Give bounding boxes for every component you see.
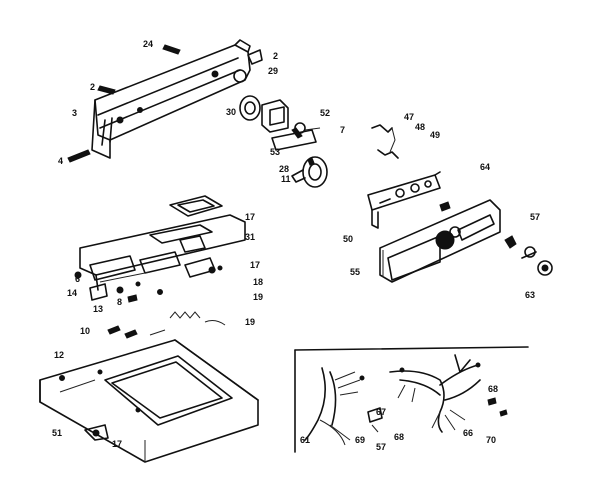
label-51: 51	[52, 428, 62, 438]
label-28: 28	[279, 164, 289, 174]
label-17: 17	[245, 212, 255, 222]
screw-left	[97, 85, 116, 95]
label-70: 70	[486, 435, 496, 445]
label-57b: 57	[376, 442, 386, 452]
wiring-inset	[294, 346, 529, 453]
label-66: 66	[463, 428, 473, 438]
timer-block	[261, 99, 289, 133]
label-30: 30	[226, 107, 236, 117]
clip-50	[439, 201, 451, 212]
connector-67	[367, 407, 383, 433]
label-52: 52	[320, 108, 330, 118]
label-53: 53	[270, 147, 280, 157]
front-panel-55	[379, 199, 501, 283]
label-29: 29	[268, 66, 278, 76]
label-18: 18	[253, 277, 263, 287]
label-19b: 19	[245, 317, 255, 327]
label-17c: 17	[112, 439, 122, 449]
label-67: 67	[376, 407, 386, 417]
hardware-13	[74, 271, 163, 303]
label-64: 64	[480, 162, 490, 172]
label-2: 2	[273, 51, 278, 61]
label-19: 19	[253, 292, 263, 302]
motor-28	[291, 156, 328, 188]
label-10: 10	[80, 326, 90, 336]
screw-24	[162, 44, 181, 55]
clip-2	[247, 49, 263, 65]
control-console-64	[367, 171, 441, 229]
harness-left	[304, 367, 365, 446]
label-14: 14	[67, 288, 77, 298]
wire-47	[371, 124, 399, 159]
top-frame	[79, 214, 246, 291]
label-50: 50	[343, 234, 353, 244]
harness-right	[389, 354, 481, 433]
label-57: 57	[530, 212, 540, 222]
label-69: 69	[355, 435, 365, 445]
lid-opening-31	[169, 195, 223, 217]
screw-4	[67, 149, 91, 163]
knob-30	[239, 95, 261, 121]
label-4: 4	[58, 156, 63, 166]
console-panel	[91, 39, 251, 159]
part-labels: 24 2 29 2 3 30 52 7 47 48 49 53 28 11 4 …	[52, 39, 540, 452]
label-48: 48	[415, 122, 425, 132]
label-49: 49	[430, 130, 440, 140]
spring-19	[169, 311, 226, 326]
knob-57	[504, 235, 537, 259]
label-2b: 2	[90, 82, 95, 92]
label-47: 47	[404, 112, 414, 122]
label-11: 11	[281, 174, 291, 184]
cabinet-top	[39, 339, 259, 463]
label-13: 13	[93, 304, 103, 314]
label-7: 7	[340, 125, 345, 135]
hinge-assembly-18	[89, 251, 223, 283]
label-31: 31	[245, 232, 255, 242]
label-3: 3	[72, 108, 77, 118]
bracket-53	[271, 129, 317, 151]
label-24: 24	[143, 39, 153, 49]
label-55: 55	[350, 267, 360, 277]
label-12: 12	[54, 350, 64, 360]
label-6: 6	[75, 274, 80, 284]
label-61: 61	[300, 435, 310, 445]
label-8: 8	[117, 297, 122, 307]
knob-63	[537, 260, 553, 276]
label-17b: 17	[250, 260, 260, 270]
label-68b: 68	[488, 384, 498, 394]
label-63: 63	[525, 290, 535, 300]
latch-51	[84, 424, 109, 441]
terminal-68	[487, 397, 508, 417]
label-68: 68	[394, 432, 404, 442]
screws-10	[107, 325, 166, 339]
